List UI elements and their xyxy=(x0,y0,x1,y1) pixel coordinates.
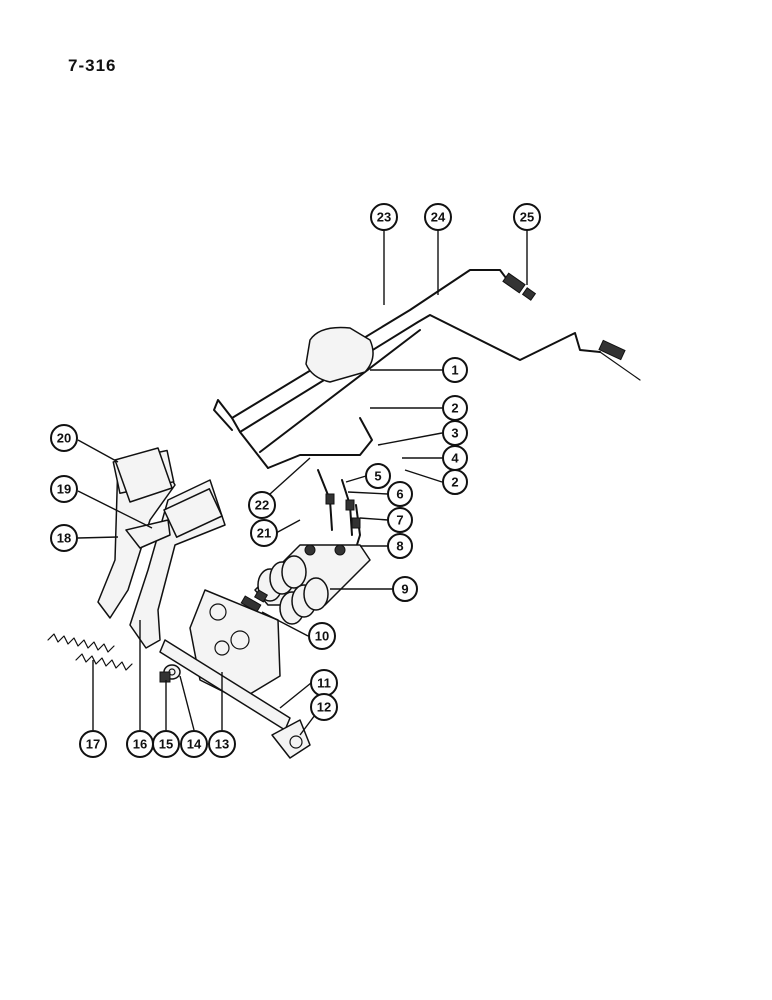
fitting-23-24 xyxy=(502,272,537,301)
svg-text:15: 15 xyxy=(159,737,173,752)
svg-text:14: 14 xyxy=(187,737,202,752)
callout-3: 3 xyxy=(442,420,468,446)
callout-19: 19 xyxy=(50,475,78,503)
callout-21: 21 xyxy=(250,519,278,547)
svg-text:5: 5 xyxy=(374,469,381,484)
pressure-switch xyxy=(240,589,269,613)
callout-2-lower: 2 xyxy=(442,469,468,495)
svg-text:10: 10 xyxy=(315,629,329,644)
leader-lines xyxy=(77,230,528,736)
callout-7: 7 xyxy=(387,507,413,533)
callout-17: 17 xyxy=(79,730,107,758)
callout-4: 4 xyxy=(442,445,468,471)
svg-text:1: 1 xyxy=(451,363,458,378)
callout-1: 1 xyxy=(442,357,468,383)
svg-text:7: 7 xyxy=(396,513,403,528)
callout-2-upper: 2 xyxy=(442,395,468,421)
callout-13: 13 xyxy=(208,730,236,758)
master-cylinders xyxy=(254,544,371,625)
svg-text:20: 20 xyxy=(57,431,71,446)
page-number: 7-316 xyxy=(68,56,117,75)
svg-text:2: 2 xyxy=(451,401,458,416)
svg-text:13: 13 xyxy=(215,737,229,752)
svg-text:9: 9 xyxy=(401,582,408,597)
callout-18: 18 xyxy=(50,524,78,552)
callout-11: 11 xyxy=(310,669,338,697)
svg-text:3: 3 xyxy=(451,426,458,441)
svg-text:24: 24 xyxy=(431,210,446,225)
svg-text:17: 17 xyxy=(86,737,100,752)
pedal-latch xyxy=(125,519,171,549)
svg-text:4: 4 xyxy=(451,451,459,466)
fitting-right xyxy=(598,339,626,361)
callout-22: 22 xyxy=(248,491,276,519)
callout-20: 20 xyxy=(50,424,78,452)
callout-6: 6 xyxy=(387,481,413,507)
hoses xyxy=(317,469,361,549)
callout-25: 25 xyxy=(513,203,541,231)
svg-text:12: 12 xyxy=(317,700,331,715)
callout-9: 9 xyxy=(392,576,418,602)
svg-text:19: 19 xyxy=(57,482,71,497)
svg-text:23: 23 xyxy=(377,210,391,225)
callout-14: 14 xyxy=(180,730,208,758)
callout-5: 5 xyxy=(365,463,391,489)
callout-12: 12 xyxy=(310,693,338,721)
svg-text:6: 6 xyxy=(396,487,403,502)
svg-text:2: 2 xyxy=(451,475,458,490)
brake-lines xyxy=(213,269,641,469)
svg-text:11: 11 xyxy=(317,676,331,691)
svg-text:18: 18 xyxy=(57,531,71,546)
pedal-pad-cover xyxy=(114,447,173,503)
svg-text:16: 16 xyxy=(133,737,147,752)
callout-16: 16 xyxy=(126,730,154,758)
callout-8: 8 xyxy=(387,533,413,559)
svg-text:21: 21 xyxy=(257,526,271,541)
callout-24: 24 xyxy=(424,203,452,231)
callout-23: 23 xyxy=(370,203,398,231)
nut xyxy=(159,671,171,683)
svg-text:8: 8 xyxy=(396,539,403,554)
callout-10: 10 xyxy=(308,622,336,650)
svg-text:25: 25 xyxy=(520,210,534,225)
svg-text:22: 22 xyxy=(255,498,269,513)
callout-15: 15 xyxy=(152,730,180,758)
return-springs xyxy=(47,633,133,671)
reservoir xyxy=(305,326,374,383)
